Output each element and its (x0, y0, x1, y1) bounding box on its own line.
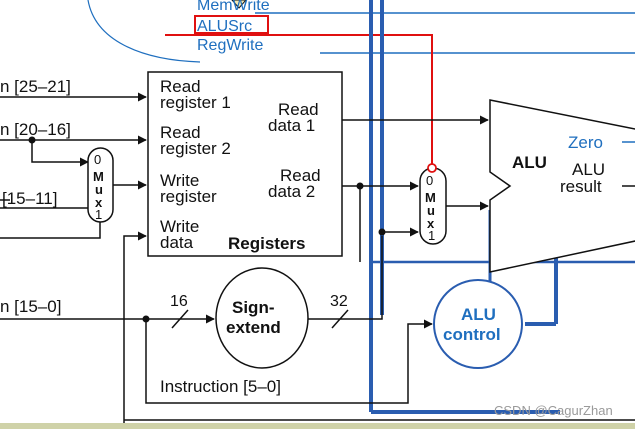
mux-left-one: 1 (95, 207, 102, 222)
reg-read-register-2-line1: Read (160, 123, 201, 142)
mux-left (87, 147, 114, 223)
registers-block (147, 71, 343, 257)
bottom-bar (0, 423, 635, 429)
alu-control-line1: ALU (461, 305, 496, 324)
junction-signext (378, 228, 386, 236)
alu-label: ALU (512, 153, 547, 172)
reg-read-data-2-line1: Read (280, 166, 321, 185)
control-signal-regwrite: RegWrite (197, 37, 263, 54)
bus-width-mark-32 (331, 309, 349, 329)
mux-right-zero: 0 (426, 173, 433, 188)
wire-rt-to-mux (31, 140, 89, 167)
alu-block (489, 99, 635, 273)
control-signal-alusrc: ALUSrc (197, 18, 252, 35)
instruction-field-funct: Instruction [5–0] (160, 377, 281, 396)
sign-extend-out-width: 32 (330, 293, 348, 310)
reg-write-register-line1: Write (160, 171, 199, 190)
alusrc-highlight-route (165, 34, 433, 178)
mux-right-one: 1 (428, 228, 435, 243)
bus-width-mark-16 (171, 309, 189, 329)
reg-read-register-1-line1: Read (160, 77, 201, 96)
mux-right-letter-m: M (425, 190, 436, 205)
sign-extend-line2: extend (226, 318, 281, 337)
instruction-field-rs: n [25–21] (0, 77, 71, 96)
alu-result-line2: result (560, 177, 602, 196)
wire-writedata (0, 218, 101, 239)
mux-left-letter-m: M (93, 169, 104, 184)
wire-funct (145, 319, 433, 404)
mux-left-letter-u: u (95, 182, 103, 197)
junction-rt (28, 136, 36, 144)
control-unit-outline (87, 0, 201, 63)
reg-read-data-2-line2: data 2 (268, 182, 315, 201)
control-signal-memwrite: MemWrite (197, 0, 270, 14)
mux-right-letter-u: u (427, 203, 435, 218)
reg-read-data-1-line2: data 1 (268, 116, 315, 135)
reg-write-data-line1: Write (160, 217, 199, 236)
reg-read-data-1-line1: Read (278, 100, 319, 119)
sign-extend-line1: Sign- (232, 298, 275, 317)
control-unit-arrow-tip (231, 0, 247, 9)
reg-write-data-line2: data (160, 233, 194, 252)
alu-result-line1: ALU (572, 160, 605, 179)
instruction-field-rt: n [20–16] (0, 120, 71, 139)
alusrc-highlight-box (194, 15, 269, 34)
reg-write-register-line2: register (160, 187, 217, 206)
alu-control-unit (433, 279, 523, 369)
instruction-field-rd: [15–11] (2, 189, 57, 208)
wire-writedata-feedback (123, 231, 147, 426)
reg-read-register-1-line2: register 1 (160, 93, 231, 112)
alu-zero-label: Zero (568, 133, 603, 152)
instruction-field-imm: n [15–0] (0, 297, 61, 316)
alu-control-line2: control (443, 325, 501, 344)
sign-extend-unit (215, 267, 309, 369)
sign-extend-in-width: 16 (170, 293, 188, 310)
mux-right-select-dot (427, 163, 437, 173)
wire-signext-out (308, 236, 383, 320)
mux-left-zero: 0 (94, 152, 101, 167)
registers-title: Registers (228, 234, 305, 253)
reg-read-register-2-line2: register 2 (160, 139, 231, 158)
csdn-watermark: CSDN @CagurZhan (494, 403, 613, 418)
mux-left-letter-x: x (95, 195, 103, 210)
mux-right-letter-x: x (427, 216, 435, 231)
